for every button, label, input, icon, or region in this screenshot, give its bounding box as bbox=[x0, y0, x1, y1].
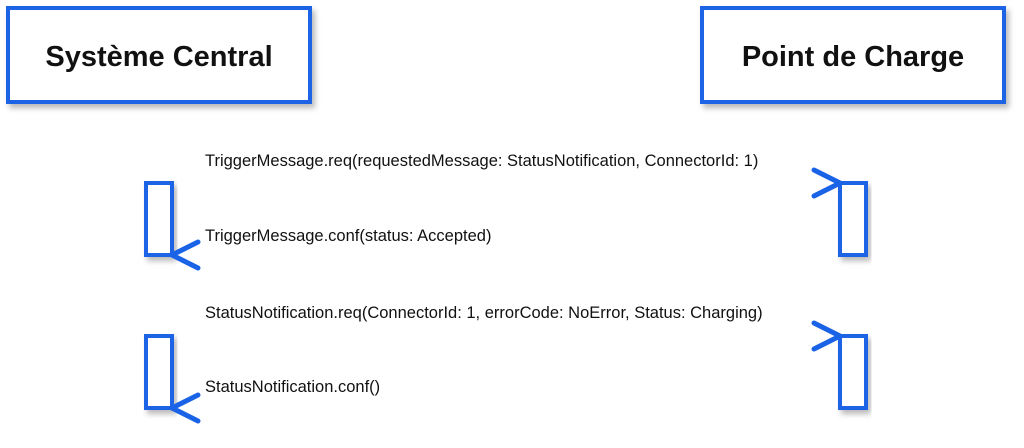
arrowhead-right-icon bbox=[811, 320, 843, 352]
message-label: TriggerMessage.conf(status: Accepted) bbox=[205, 227, 491, 245]
message-trigger-request: TriggerMessage.req(requestedMessage: Sta… bbox=[172, 152, 843, 199]
actor-box-left bbox=[6, 6, 312, 104]
actor-label-right: Point de Charge bbox=[742, 41, 964, 73]
activation-right-1 bbox=[838, 181, 868, 257]
message-status-confirmation: StatusNotification.conf() bbox=[169, 378, 838, 424]
actor-systeme-central: Système Central bbox=[6, 6, 312, 104]
arrowhead-left-icon bbox=[169, 392, 201, 424]
message-status-request: StatusNotification.req(ConnectorId: 1, e… bbox=[172, 304, 843, 352]
message-label: StatusNotification.req(ConnectorId: 1, e… bbox=[205, 304, 763, 322]
activation-left-1 bbox=[144, 181, 174, 257]
message-label: StatusNotification.conf() bbox=[205, 378, 380, 396]
activation-left-2 bbox=[144, 334, 174, 410]
activation-right-2 bbox=[838, 334, 868, 410]
actor-box-right bbox=[700, 6, 1006, 104]
message-label: TriggerMessage.req(requestedMessage: Sta… bbox=[205, 152, 758, 170]
actor-point-de-charge: Point de Charge bbox=[700, 6, 1006, 104]
arrowhead-right-icon bbox=[811, 167, 843, 199]
actor-label-left: Système Central bbox=[45, 41, 272, 73]
arrowhead-left-icon bbox=[169, 239, 201, 271]
message-trigger-confirmation: TriggerMessage.conf(status: Accepted) bbox=[169, 227, 838, 271]
